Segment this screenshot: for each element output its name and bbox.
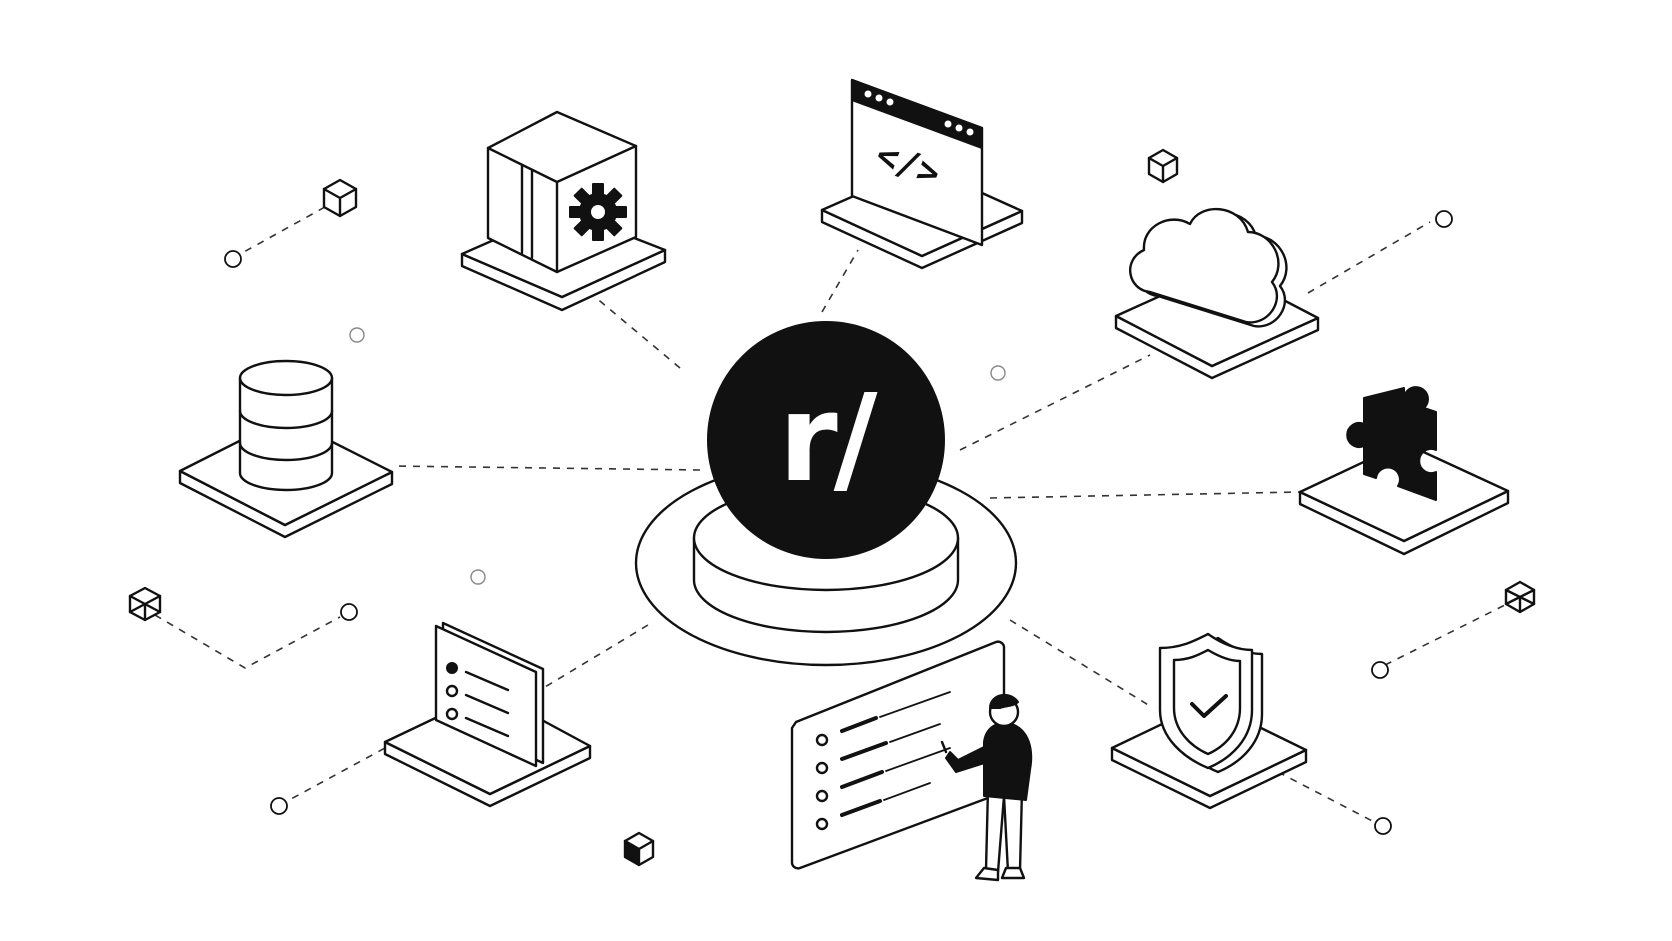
central-hub: r/ xyxy=(634,321,1018,667)
code-window-node: </> xyxy=(820,78,1024,270)
connector-database xyxy=(391,465,701,471)
floating-cube-icon xyxy=(623,831,655,867)
node-dot xyxy=(340,603,358,621)
connector-gear xyxy=(569,275,681,369)
node-dot xyxy=(270,797,288,815)
floating-cube-icon xyxy=(1147,148,1179,184)
floating-cube-icon xyxy=(1504,580,1536,614)
node-dot xyxy=(1374,817,1392,835)
whiteboard-node xyxy=(790,640,1033,882)
faint-dot xyxy=(349,327,365,343)
cloud-node xyxy=(1114,208,1320,380)
puzzle-node xyxy=(1298,386,1510,556)
checklist-panel-icon xyxy=(434,621,545,768)
cloud-icon xyxy=(1129,208,1288,328)
puzzle-piece-icon xyxy=(1346,386,1437,501)
connector-checklist xyxy=(539,624,649,691)
node-dot xyxy=(224,250,242,268)
lead-top-right xyxy=(1307,221,1431,294)
network-dots xyxy=(224,210,1453,835)
node-dot xyxy=(1435,210,1453,228)
gear-box-icon xyxy=(486,110,638,274)
node-dot xyxy=(1371,661,1389,679)
database-node xyxy=(178,359,394,539)
floating-cube-icon xyxy=(128,586,162,622)
connector-shield xyxy=(1009,619,1151,707)
gear-icon xyxy=(569,183,627,241)
connector-puzzle xyxy=(989,491,1301,499)
database-icon xyxy=(238,359,334,492)
shield-node xyxy=(1110,632,1308,810)
floating-cube-icon xyxy=(322,178,358,218)
shield-check-icon xyxy=(1158,632,1264,774)
lead-mid-right xyxy=(1384,604,1506,666)
checklist-node xyxy=(383,621,592,808)
connector-cloud xyxy=(959,354,1151,451)
gear-box-node xyxy=(460,110,667,312)
lead-top-left xyxy=(232,206,326,259)
faint-dot xyxy=(990,365,1006,381)
person-icon xyxy=(940,693,1033,882)
lead-bottom-left xyxy=(279,747,386,806)
lead-mid-left xyxy=(154,614,341,669)
connector-code xyxy=(821,249,859,313)
whiteboard-icon xyxy=(790,640,1006,870)
hub-logo-text: r/ xyxy=(778,370,877,509)
platform xyxy=(1298,441,1510,556)
lead-bottom-right xyxy=(1277,771,1381,826)
hub-logo-circle xyxy=(707,321,945,559)
connectors xyxy=(154,206,1506,826)
code-window-icon: </> xyxy=(850,78,984,247)
faint-dot xyxy=(470,569,486,585)
